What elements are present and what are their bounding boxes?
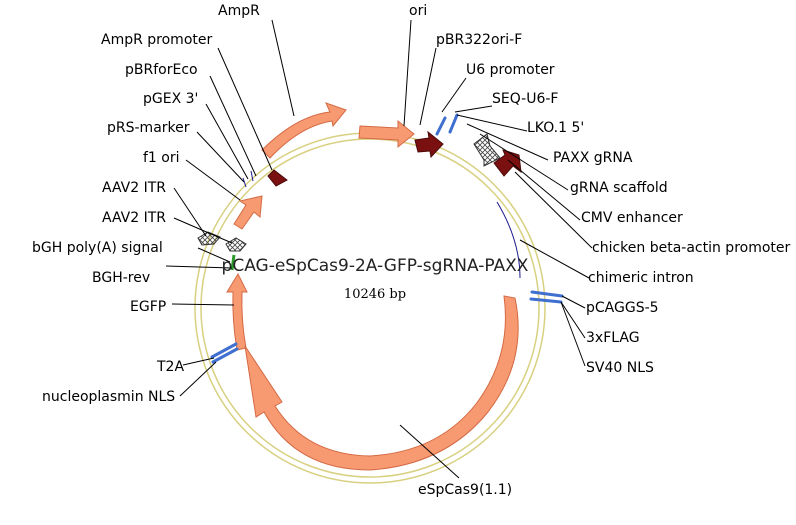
promoter-arrows — [267, 130, 522, 187]
seq-u6-f-label: SEQ-U6-F — [492, 91, 558, 107]
egfp-arrow[interactable] — [226, 272, 248, 351]
chimeric-intron-arc[interactable] — [496, 201, 521, 279]
leader-lines — [165, 19, 593, 479]
u6-promoter-label: U6 promoter — [466, 62, 555, 78]
nucleoplasmin-nls-label: nucleoplasmin NLS — [42, 389, 175, 405]
bgh-polya-label: bGH poly(A) signal — [32, 240, 163, 256]
grna-scaffold-label: gRNA scaffold — [570, 180, 668, 196]
cmv-enhancer-arrow[interactable] — [493, 149, 522, 177]
pbrforeco-label: pBRforEco — [125, 62, 198, 78]
bgh-rev-label: BGH-rev — [92, 270, 150, 286]
ori-label: ori — [409, 3, 427, 19]
t2a-label: T2A — [156, 359, 184, 375]
plasmid-name: pCAG-eSpCas9-2A-GFP-sgRNA-PAXX — [222, 256, 529, 276]
paxx-grna-label: PAXX gRNA — [553, 150, 633, 166]
ori-arrow[interactable] — [358, 119, 415, 149]
plasmid-size: 10246 bp — [344, 287, 406, 302]
aav2-itr-2-shape[interactable] — [225, 237, 247, 252]
aav2-itr-1-shape[interactable] — [197, 231, 221, 246]
feature-labels: AmpR ori AmpR promoter pBR322ori-F pBRfo… — [32, 3, 791, 498]
prs-marker-label: pRS-marker — [107, 120, 190, 136]
grna-scaffold-arrow[interactable] — [473, 133, 501, 167]
small-tick-2 — [242, 177, 247, 188]
seq-u6-f-marker[interactable] — [448, 113, 459, 134]
chimeric-intron-label: chimeric intron — [588, 270, 694, 286]
flag-label: 3xFLAG — [586, 330, 640, 346]
hatched-features — [197, 133, 501, 252]
f1-ori-arrow[interactable] — [233, 195, 263, 230]
chicken-beta-actin-label: chicken beta-actin promoter — [592, 240, 791, 256]
pbr322ori-f-label: pBR322ori-F — [436, 32, 522, 48]
aav2-itr-2-label: AAV2 ITR — [102, 210, 166, 226]
pgex3-label: pGEX 3' — [143, 91, 198, 107]
backbone-circle — [194, 132, 546, 484]
cmv-enhancer-label: CMV enhancer — [581, 210, 683, 226]
espcas9-label: eSpCas9(1.1) — [418, 482, 512, 498]
small-tick-1 — [250, 170, 254, 182]
u6-promoter-arrow[interactable] — [414, 130, 444, 159]
pbr322ori-f-marker[interactable] — [435, 116, 447, 136]
espcas9-arrow[interactable] — [244, 295, 519, 471]
nucleoplasmin-nls-marker[interactable] — [211, 347, 239, 364]
primer-markers — [210, 113, 564, 364]
flag-marker[interactable] — [529, 297, 563, 304]
lko15-label: LKO.1 5' — [527, 120, 584, 136]
aav2-itr-1-label: AAV2 ITR — [102, 180, 166, 196]
feature-arrows — [226, 102, 519, 471]
ampr-promoter-arrow[interactable] — [267, 169, 288, 187]
ampr-arrow[interactable] — [261, 102, 347, 159]
sv40-nls-label: SV40 NLS — [586, 360, 654, 376]
pcaggs5-label: pCAGGS-5 — [586, 300, 659, 316]
t2a-marker[interactable] — [210, 342, 238, 359]
pcaggs5-marker[interactable] — [530, 290, 564, 298]
egfp-label: EGFP — [130, 299, 166, 315]
f1-ori-label: f1 ori — [143, 150, 180, 166]
ampr-label: AmpR — [218, 3, 260, 19]
bgh-polya-marker[interactable] — [230, 254, 236, 271]
ampr-promoter-label: AmpR promoter — [101, 32, 212, 48]
intron-lines — [242, 170, 521, 279]
